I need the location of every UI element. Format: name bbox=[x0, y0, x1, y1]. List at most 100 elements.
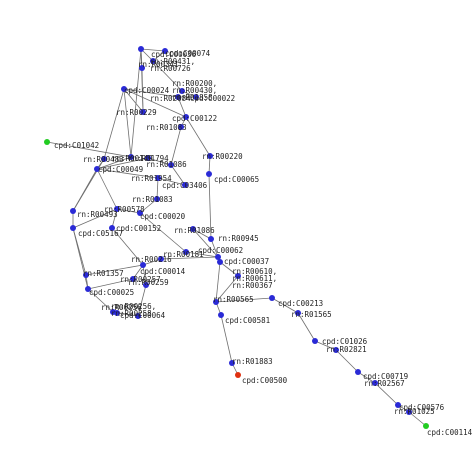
graph-node-n12[interactable] bbox=[44, 139, 50, 145]
edge-n28-n29 bbox=[192, 228, 212, 240]
graph-node-n24[interactable] bbox=[70, 208, 76, 214]
graph-node-n36[interactable] bbox=[130, 276, 136, 282]
graph-node-n1[interactable] bbox=[162, 48, 168, 54]
edge-n51-n52 bbox=[357, 371, 376, 384]
edge-n36-n40 bbox=[87, 278, 134, 290]
graph-node-n42[interactable] bbox=[135, 313, 141, 319]
node-label-n3: cpd:C00022 bbox=[190, 94, 235, 103]
graph-node-n44[interactable] bbox=[269, 295, 275, 301]
graph-node-n54[interactable] bbox=[406, 409, 412, 415]
edge-n31-n32 bbox=[160, 256, 219, 260]
graph-node-n46[interactable] bbox=[218, 312, 224, 318]
graph-node-n27[interactable] bbox=[109, 225, 115, 231]
node-label-n45: rn:R01565 bbox=[291, 310, 332, 319]
node-label-n11: rn:R01083 bbox=[146, 123, 187, 132]
graph-nodes bbox=[44, 46, 429, 429]
graph-node-n28[interactable] bbox=[190, 226, 196, 232]
graph-node-n11[interactable] bbox=[178, 124, 184, 130]
graph-node-n40[interactable] bbox=[85, 286, 91, 292]
node-label-n36: rn:R00257 bbox=[120, 275, 161, 284]
graph-node-n25[interactable] bbox=[137, 210, 143, 216]
edge-n17-n21 bbox=[208, 155, 211, 175]
graph-node-n34[interactable] bbox=[143, 282, 149, 288]
graph-node-n13[interactable] bbox=[101, 156, 107, 162]
graph-node-n21[interactable] bbox=[206, 171, 212, 177]
edge-n7-n10 bbox=[177, 96, 187, 118]
node-label-n50: cpd:C00500 bbox=[242, 376, 288, 385]
graph-node-n48[interactable] bbox=[333, 347, 339, 353]
graph-node-n6[interactable] bbox=[139, 65, 145, 71]
node-label-n18: cpd:C00049 bbox=[98, 165, 143, 174]
graph-node-n18[interactable] bbox=[94, 166, 100, 172]
edge-n23-n26 bbox=[72, 208, 118, 229]
graph-node-n55[interactable] bbox=[423, 423, 429, 429]
edge-n19-n22 bbox=[156, 177, 159, 200]
node-label-n9: rn:R00229 bbox=[116, 108, 157, 117]
edge-n12-n15 bbox=[46, 141, 132, 158]
graph-node-n16[interactable] bbox=[168, 162, 174, 168]
graph-node-n32[interactable] bbox=[158, 256, 164, 262]
node-label-n46: cpd:C00581 bbox=[225, 316, 270, 325]
node-label-n17: rn:R00220 bbox=[202, 152, 243, 161]
graph-node-n35[interactable] bbox=[83, 272, 89, 278]
node-label-n6: rn:R00341 bbox=[138, 60, 179, 69]
graph-node-n23[interactable] bbox=[114, 206, 120, 212]
graph-node-n4[interactable] bbox=[150, 58, 156, 64]
edge-n15-n18 bbox=[96, 156, 132, 170]
graph-node-n26[interactable] bbox=[70, 225, 76, 231]
graph-node-n5[interactable] bbox=[138, 46, 144, 52]
graph-node-n53[interactable] bbox=[395, 402, 401, 408]
node-label-n53: cpd:C00576 bbox=[399, 403, 445, 412]
graph-node-n33[interactable] bbox=[140, 262, 146, 268]
graph-node-n45[interactable] bbox=[295, 310, 301, 316]
graph-node-n2[interactable] bbox=[179, 88, 185, 94]
graph-node-n10[interactable] bbox=[183, 114, 189, 120]
graph-node-n47[interactable] bbox=[312, 338, 318, 344]
node-label-n4: rn:R00431,rn:R00726 bbox=[150, 57, 195, 73]
node-label-n7: rn:R02084 bbox=[150, 94, 191, 103]
graph-node-n9[interactable] bbox=[140, 109, 146, 115]
graph-node-n43[interactable] bbox=[213, 299, 219, 305]
graph-node-n20[interactable] bbox=[182, 182, 188, 188]
graph-node-n49[interactable] bbox=[229, 360, 235, 366]
graph-node-n39[interactable] bbox=[235, 273, 241, 279]
edge-n28-n31 bbox=[192, 228, 219, 258]
edge-n14-n16 bbox=[147, 157, 172, 166]
node-label-n40: cpd:C00025 bbox=[89, 288, 134, 297]
graph-node-n3[interactable] bbox=[193, 94, 199, 100]
graph-node-n38[interactable] bbox=[217, 259, 223, 265]
graph-node-n8[interactable] bbox=[121, 86, 127, 92]
edge-n10-n17 bbox=[185, 116, 211, 157]
graph-node-n51[interactable] bbox=[355, 369, 361, 375]
node-label-n51: cpd:C00719 bbox=[363, 372, 408, 381]
node-label-n16: rn:R01086 bbox=[146, 160, 187, 169]
node-label-n12: cpd:C01042 bbox=[54, 141, 99, 150]
node-label-n43: rn:R00565 bbox=[213, 295, 254, 304]
node-label-n2: rn:R00200,rn:R00430,rn:R01858 bbox=[172, 79, 217, 102]
graph-node-n41[interactable] bbox=[110, 309, 116, 315]
graph-node-n19[interactable] bbox=[155, 175, 161, 181]
graph-node-n50[interactable] bbox=[235, 372, 241, 378]
node-label-n47: cpd:C01026 bbox=[322, 337, 368, 346]
node-label-n26: cpd:C05167 bbox=[78, 229, 123, 238]
edge-n8-n13 bbox=[103, 88, 125, 160]
graph-node-n30[interactable] bbox=[183, 249, 189, 255]
edge-n8-n15 bbox=[123, 88, 132, 158]
graph-node-n7[interactable] bbox=[175, 94, 181, 100]
node-label-n13: rn:R00483 bbox=[83, 155, 124, 164]
graph-node-n29[interactable] bbox=[208, 236, 214, 242]
node-label-n54: rn:R01025 bbox=[394, 407, 435, 416]
node-label-n21: cpd:C00065 bbox=[214, 175, 259, 184]
node-label-n39: rn:R00610,rn:R00611,rn:R00367 bbox=[232, 267, 277, 290]
graph-node-n31[interactable] bbox=[215, 254, 221, 260]
graph-node-n22[interactable] bbox=[154, 196, 160, 202]
graph-node-n52[interactable] bbox=[372, 380, 378, 386]
graph-node-n17[interactable] bbox=[207, 153, 213, 159]
graph-node-n15[interactable] bbox=[128, 154, 134, 160]
node-label-n32: rn:R00216 bbox=[131, 255, 172, 264]
graph-node-n14[interactable] bbox=[145, 155, 151, 161]
node-label-n25: cpd:C00020 bbox=[140, 212, 186, 221]
node-label-n24: rn:R00493 bbox=[77, 210, 118, 219]
